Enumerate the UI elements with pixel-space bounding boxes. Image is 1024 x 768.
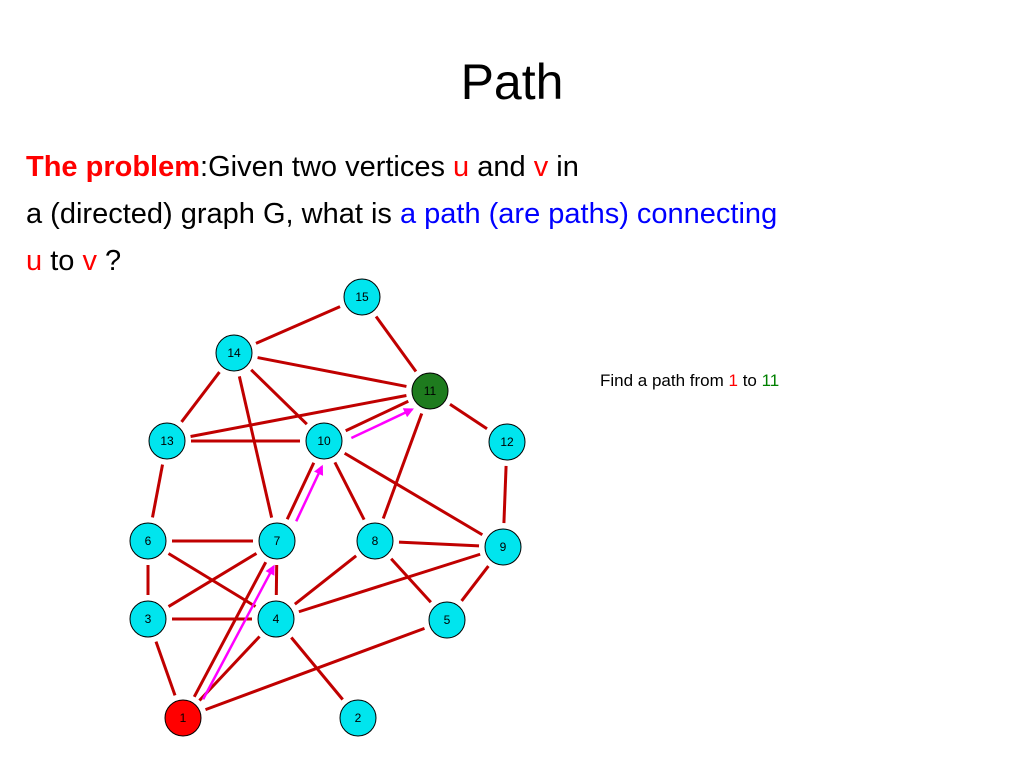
node-circle-11 xyxy=(411,372,449,410)
node-label-2: 2 xyxy=(355,711,362,725)
node-14: 14 xyxy=(215,334,253,372)
node-label-14: 14 xyxy=(227,346,241,360)
node-circle-12 xyxy=(488,423,526,461)
problem-text-2: a (directed) graph G, what is xyxy=(26,198,400,230)
node-3: 3 xyxy=(129,600,167,638)
node-circle-4 xyxy=(257,600,295,638)
edge-7-1 xyxy=(192,561,268,698)
note-to: 11 xyxy=(761,371,780,390)
edge-14-13 xyxy=(180,371,221,423)
node-label-5: 5 xyxy=(444,613,451,627)
node-1: 1 xyxy=(164,699,202,737)
node-circle-15 xyxy=(343,278,381,316)
problem-statement: The problem:Given two vertices u and v i… xyxy=(26,144,1006,285)
edge-11-8 xyxy=(381,413,424,519)
edge-9-4 xyxy=(298,552,481,614)
edge-13-6 xyxy=(151,464,164,518)
node-circle-1 xyxy=(164,699,202,737)
edge-15-14 xyxy=(255,305,341,345)
edge-9-5 xyxy=(460,565,490,602)
node-4: 4 xyxy=(257,600,295,638)
node-label-1: 1 xyxy=(180,711,187,725)
node-circle-10 xyxy=(305,422,343,460)
node-9: 9 xyxy=(484,528,522,566)
edge-8-4 xyxy=(293,554,358,606)
path-arrow-10-11 xyxy=(350,408,414,440)
edge-10-8 xyxy=(333,461,366,521)
problem-label: The problem xyxy=(26,151,201,183)
edge-8-5 xyxy=(390,557,432,604)
node-7: 7 xyxy=(258,522,296,560)
node-circle-2 xyxy=(339,699,377,737)
node-12: 12 xyxy=(488,423,526,461)
edge-5-1 xyxy=(204,626,426,712)
problem-highlight: a path (are paths) connecting xyxy=(399,198,778,230)
node-label-15: 15 xyxy=(355,290,369,304)
edge-10-7 xyxy=(285,462,316,520)
edge-12-9 xyxy=(502,465,508,524)
node-label-3: 3 xyxy=(145,612,152,626)
node-label-9: 9 xyxy=(500,540,507,554)
node-label-7: 7 xyxy=(274,534,281,548)
node-circle-8 xyxy=(356,522,394,560)
path-arrows xyxy=(202,408,414,700)
node-circle-5 xyxy=(428,601,466,639)
slide-title: Path xyxy=(460,54,564,110)
node-13: 13 xyxy=(148,422,186,460)
node-label-6: 6 xyxy=(145,534,152,548)
node-label-11: 11 xyxy=(424,384,437,398)
node-10: 10 xyxy=(305,422,343,460)
node-label-12: 12 xyxy=(500,435,514,449)
node-label-4: 4 xyxy=(273,612,280,626)
node-label-10: 10 xyxy=(317,434,331,448)
node-circle-3 xyxy=(129,600,167,638)
node-circle-9 xyxy=(484,528,522,566)
edge-8-9 xyxy=(398,540,480,548)
note-prefix: Find a path from xyxy=(600,371,729,390)
problem-and: and xyxy=(469,151,534,183)
path-arrow-7-10 xyxy=(295,464,324,522)
node-6: 6 xyxy=(129,522,167,560)
path-arrow-1-7 xyxy=(202,564,275,700)
vertex-u-2: u xyxy=(26,245,43,277)
node-circle-6 xyxy=(129,522,167,560)
edge-14-11 xyxy=(257,356,407,388)
edge-11-12 xyxy=(449,403,488,430)
edge-3-1 xyxy=(154,641,177,696)
edge-7-3 xyxy=(167,552,258,608)
note-mid: to xyxy=(737,371,762,390)
node-11: 11 xyxy=(411,372,449,410)
edge-13-11 xyxy=(190,394,407,438)
edges xyxy=(146,305,508,712)
edge-11-10 xyxy=(345,399,409,433)
node-circle-14 xyxy=(215,334,253,372)
node-label-13: 13 xyxy=(160,434,174,448)
problem-in: in xyxy=(548,151,579,183)
edge-14-7 xyxy=(237,376,274,518)
node-2: 2 xyxy=(339,699,377,737)
node-15: 15 xyxy=(343,278,381,316)
edge-15-11 xyxy=(374,315,418,373)
vertex-v-2: v xyxy=(82,245,97,277)
node-8: 8 xyxy=(356,522,394,560)
node-circle-13 xyxy=(148,422,186,460)
problem-end: ? xyxy=(96,245,122,277)
vertex-v: v xyxy=(533,151,549,183)
node-circle-7 xyxy=(258,522,296,560)
node-label-8: 8 xyxy=(372,534,379,548)
note-from: 1 xyxy=(728,371,738,390)
find-path-note: Find a path from 1 to 11 xyxy=(600,370,779,392)
vertex-u: u xyxy=(453,151,470,183)
problem-text-1: :Given two vertices xyxy=(200,151,454,183)
problem-to: to xyxy=(42,245,83,277)
edge-10-9 xyxy=(343,451,484,537)
node-5: 5 xyxy=(428,601,466,639)
